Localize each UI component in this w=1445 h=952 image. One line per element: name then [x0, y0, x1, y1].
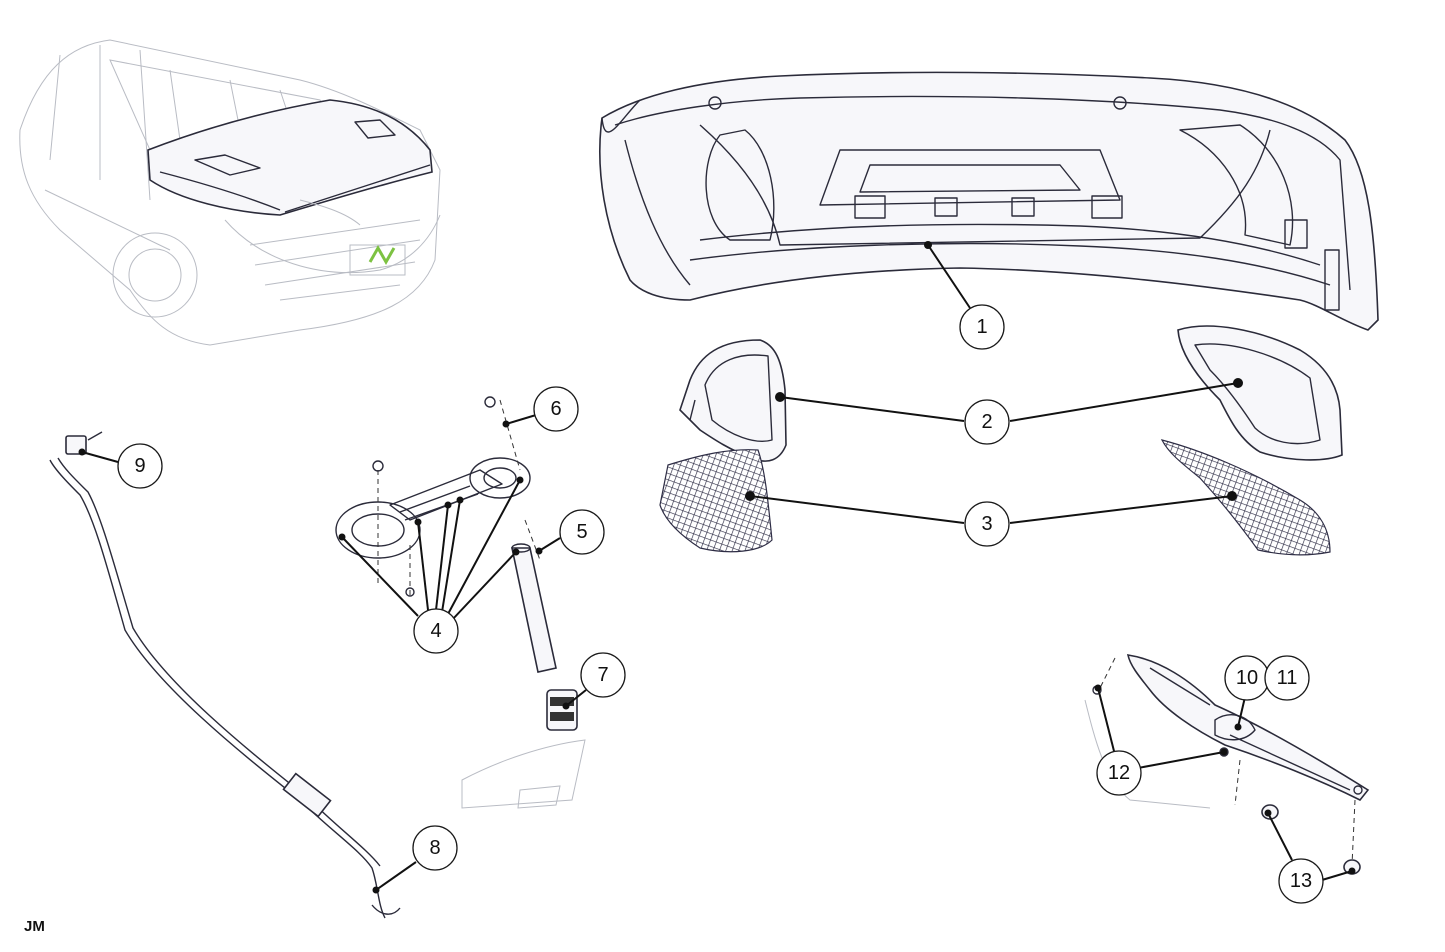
- callout-5-label: 5: [576, 521, 587, 543]
- callout-2-label: 2: [981, 411, 992, 433]
- callout-10-label: 10: [1236, 667, 1258, 689]
- callout-8-label: 8: [429, 837, 440, 859]
- mesh-grille-left-part: [659, 449, 773, 553]
- bonnet-panel-part: [599, 71, 1379, 331]
- leader-lines: [81, 244, 1353, 891]
- callout-8: 8: [412, 825, 458, 871]
- callout-12: 12: [1096, 750, 1142, 796]
- hood-release-cable-part: [49, 431, 401, 919]
- callout-1: 1: [959, 304, 1005, 350]
- callout-3: 3: [964, 501, 1010, 547]
- callout-9: 9: [117, 443, 163, 489]
- callout-6-label: 6: [550, 398, 561, 420]
- hood-pin-assembly-part: [335, 396, 586, 809]
- insulation-pad-right-part: [1177, 325, 1343, 461]
- callout-12-label: 12: [1108, 762, 1130, 784]
- callout-11: 11: [1264, 655, 1310, 701]
- callout-3-label: 3: [981, 513, 992, 535]
- author-mark: JM: [24, 918, 45, 935]
- callout-5: 5: [559, 509, 605, 555]
- insulation-pad-left-part: [679, 339, 787, 462]
- callout-7-label: 7: [597, 664, 608, 686]
- callout-6: 6: [533, 386, 579, 432]
- callout-9-label: 9: [134, 455, 145, 477]
- leader-dots: [78, 241, 1356, 894]
- callout-1-label: 1: [976, 316, 987, 338]
- callout-2: 2: [964, 399, 1010, 445]
- hood-hinge-part: [1084, 654, 1370, 875]
- callout-13: 13: [1278, 858, 1324, 904]
- callout-11-label: 11: [1277, 667, 1298, 689]
- mesh-grille-right-part: [1160, 439, 1331, 556]
- car-overview-illustration: [19, 39, 441, 346]
- callout-4-label: 4: [430, 620, 441, 642]
- callout-10: 10: [1224, 655, 1270, 701]
- callout-13-label: 13: [1290, 870, 1312, 892]
- callout-7: 7: [580, 652, 626, 698]
- callout-4: 4: [413, 608, 459, 654]
